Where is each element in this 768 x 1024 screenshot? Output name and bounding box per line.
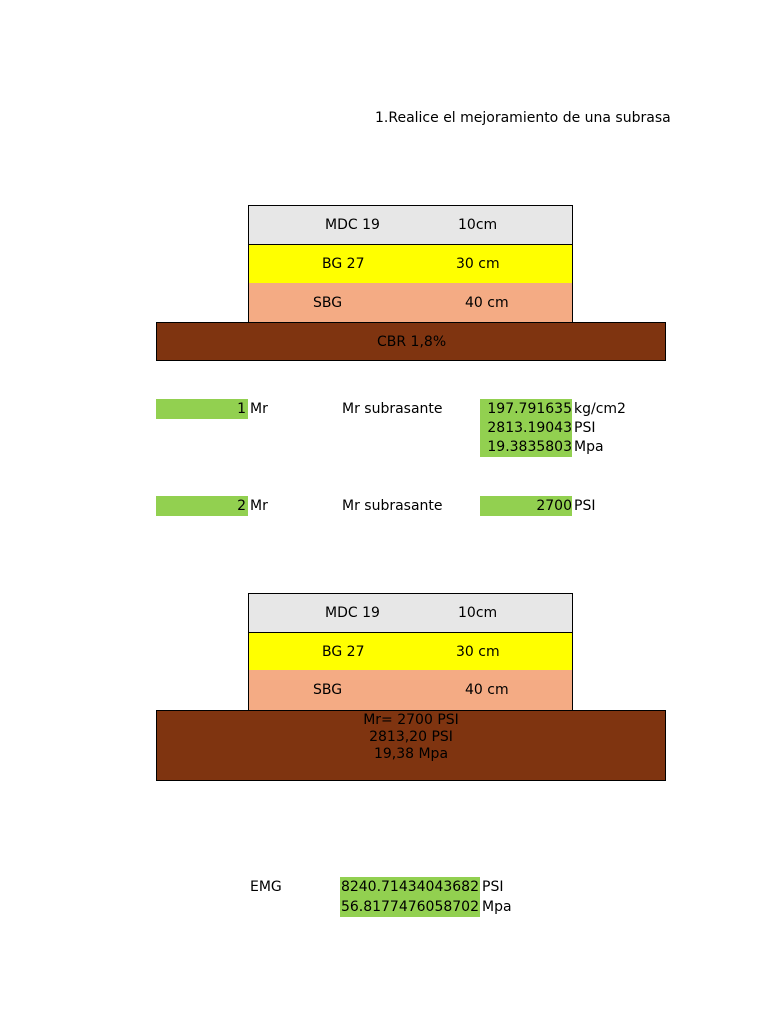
layer-mdc-name: MDC 19: [325, 605, 380, 621]
layer-sbg-name: SBG: [313, 294, 343, 311]
calc1-value-mpa: 19.3835803: [487, 439, 572, 455]
layer-mdc-thickness: 10cm: [458, 217, 498, 233]
subgrade-line-psi: Mr= 2700 PSI: [363, 712, 459, 728]
calc2-mr-label: Mr: [250, 498, 268, 514]
emg-values-highlight: [340, 877, 480, 917]
calc1-values-highlight: [480, 399, 572, 457]
layer-bg-2: BG 27 30 cm: [248, 632, 573, 671]
emg-unit-psi: PSI: [482, 879, 504, 895]
subgrade-label: CBR 1,8%: [377, 333, 447, 350]
layer-sbg-2: SBG 40 cm: [248, 670, 573, 711]
layer-bg-1: BG 27 30 cm: [248, 244, 573, 284]
calc2-index: 2: [156, 496, 248, 516]
layer-bg-thickness: 30 cm: [456, 643, 500, 660]
layer-bg-name: BG 27: [322, 643, 365, 660]
calc2-description: Mr subrasante: [342, 498, 443, 514]
layer-mdc-1: MDC 19 10cm: [248, 205, 573, 245]
layer-mdc-2: MDC 19 10cm: [248, 593, 573, 633]
layer-sbg-thickness: 40 cm: [465, 294, 509, 311]
subgrade-line-mpa: 19,38 Mpa: [373, 746, 449, 762]
layer-sbg-name: SBG: [313, 682, 343, 698]
emg-unit-mpa: Mpa: [482, 899, 512, 915]
calc1-description: Mr subrasante: [342, 401, 443, 417]
layer-sbg-thickness: 40 cm: [465, 682, 509, 698]
subgrade-layer-2: Mr= 2700 PSI 2813,20 PSI 19,38 Mpa: [156, 710, 666, 781]
subgrade-modulus-text: Mr= 2700 PSI 2813,20 PSI 19,38 Mpa: [157, 712, 665, 763]
calc1-mr-label: Mr: [250, 401, 268, 417]
layer-bg-thickness: 30 cm: [456, 256, 500, 272]
layer-sbg-1: SBG 40 cm: [248, 283, 573, 323]
emg-label: EMG: [250, 879, 282, 895]
subgrade-layer-1: CBR 1,8%: [156, 322, 666, 361]
calc1-value-kgcm2: 197.791635: [487, 401, 572, 417]
layer-bg-name: BG 27: [322, 256, 365, 272]
layer-mdc-name: MDC 19: [325, 217, 380, 233]
subgrade-line-psi-alt: 2813,20 PSI: [369, 729, 453, 745]
layer-mdc-thickness: 10cm: [458, 605, 498, 621]
calc1-unit-psi: PSI: [574, 420, 596, 436]
calc1-index: 1: [156, 399, 248, 419]
emg-value-psi: 8240.71434043682: [340, 879, 479, 895]
emg-value-mpa: 56.8177476058702: [340, 899, 479, 915]
calc1-unit-kgcm2: kg/cm2: [574, 401, 626, 417]
calc1-unit-mpa: Mpa: [574, 439, 604, 455]
calc1-value-psi: 2813.19043: [487, 420, 572, 436]
calc2-value: 2700: [480, 496, 572, 516]
calc2-unit: PSI: [574, 498, 596, 514]
page-title: 1.Realice el mejoramiento de una subrasa: [375, 110, 671, 126]
